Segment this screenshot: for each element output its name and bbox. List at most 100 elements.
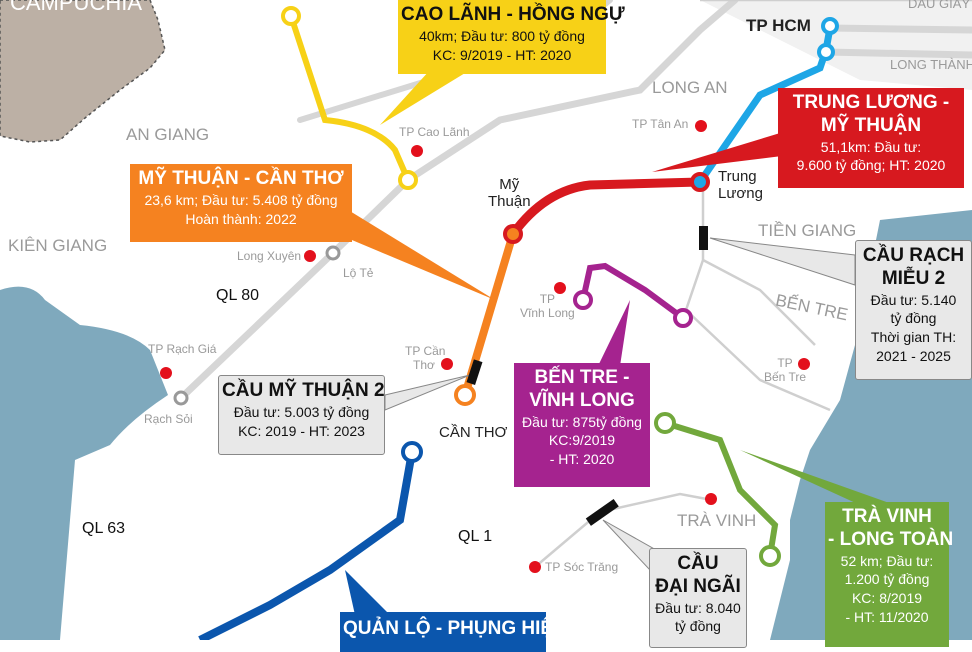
callout-title: CẦU MỸ THUẬN 2 bbox=[222, 380, 385, 401]
node-circle bbox=[673, 308, 693, 328]
city-dot bbox=[160, 367, 172, 379]
city-dot bbox=[798, 358, 810, 370]
hcm-trung-luong-route bbox=[697, 27, 834, 184]
node-can-tho: CẦN THƠ bbox=[439, 424, 508, 441]
callout-pointer bbox=[652, 130, 790, 172]
region-an-giang: AN GIANG bbox=[126, 125, 210, 144]
city-dot bbox=[529, 561, 541, 573]
region-long-an: LONG AN bbox=[652, 78, 728, 97]
callout-detail: KC: 2019 - HT: 2023 bbox=[238, 422, 365, 439]
node-circle bbox=[821, 17, 839, 35]
city-vinh-long-line2: Vĩnh Long bbox=[520, 305, 575, 320]
callout-detail: - HT: 2020 bbox=[549, 451, 615, 468]
trung-luong-my-thuan-route bbox=[509, 177, 701, 237]
callout-trung-luong-my-thuan: TRUNG LƯƠNG - MỸ THUẬN 51,1km: Đầu tư: 9… bbox=[778, 88, 964, 188]
city-soc-trang: TP Sóc Trăng bbox=[545, 560, 619, 574]
node-my-thuan-line1: Mỹ bbox=[499, 176, 520, 193]
city-dot bbox=[554, 282, 566, 294]
bridge-dai-ngai-icon bbox=[585, 498, 619, 526]
callout-title: BẾN TRE - bbox=[534, 367, 630, 388]
callout-title: ĐẠI NGÃI bbox=[655, 575, 741, 597]
callout-title: QUẢN LỘ - PHỤNG HIỆP bbox=[343, 618, 566, 639]
node-circle bbox=[454, 384, 476, 406]
callout-pointer bbox=[598, 300, 630, 366]
city-vinh-long-line1: TP bbox=[539, 292, 556, 306]
callout-pointer bbox=[740, 450, 895, 505]
node-my-thuan-line2: Thuận bbox=[488, 193, 531, 211]
callout-detail: 9.600 tỷ đồng; HT: 2020 bbox=[796, 157, 946, 174]
callout-title: CẦU RẠCH bbox=[862, 245, 965, 266]
node-circle bbox=[401, 441, 423, 463]
callout-my-thuan-can-tho: MỸ THUẬN - CẦN THƠ 23,6 km; Đầu tư: 5.40… bbox=[130, 164, 352, 242]
callout-detail: 40km; Đầu tư: 800 tỷ đồng bbox=[419, 27, 585, 44]
callout-title: MIỄU 2 bbox=[881, 267, 946, 289]
callout-title: TRUNG LƯƠNG - bbox=[792, 92, 950, 113]
region-tien-giang: TIỀN GIANG bbox=[758, 221, 857, 240]
callout-title: VĨNH LONG bbox=[529, 389, 635, 411]
cambodia-area bbox=[0, 0, 166, 143]
upper-land-area bbox=[640, 0, 972, 90]
city-cao-lanh: TP Cao Lãnh bbox=[399, 125, 470, 139]
region-dau-giay: DẦU GIÂY bbox=[908, 0, 971, 11]
city-dot bbox=[441, 358, 453, 370]
node-circle bbox=[398, 170, 418, 190]
callout-pointer bbox=[709, 237, 856, 286]
node-circle bbox=[173, 390, 189, 406]
bridge-my-thuan-2-icon bbox=[466, 359, 483, 385]
node-circle bbox=[817, 43, 835, 61]
tra-vinh-long-toan-route bbox=[664, 420, 779, 557]
road-ql1: QL 1 bbox=[458, 528, 493, 545]
callout-detail: Đầu tư: 8.040 bbox=[655, 599, 741, 616]
local-road bbox=[534, 0, 972, 568]
node-circle bbox=[573, 290, 593, 310]
cao-lanh-hong-ngu-route bbox=[288, 15, 411, 182]
callout-title: CẦU bbox=[677, 553, 719, 574]
callout-detail: 23,6 km; Đầu tư: 5.408 tỷ đồng bbox=[144, 191, 338, 208]
node-circle bbox=[759, 545, 781, 567]
ben-tre-vinh-long-route bbox=[580, 262, 685, 321]
region-kien-giang: KIÊN GIANG bbox=[8, 236, 108, 255]
callout-title: TRÀ VINH bbox=[842, 506, 932, 527]
city-long-xuyen: Long Xuyên bbox=[237, 249, 302, 263]
node-circle bbox=[281, 6, 301, 26]
west-sea bbox=[0, 286, 168, 640]
callout-pointer bbox=[340, 205, 495, 300]
callout-detail: 51,1km: Đầu tư: bbox=[820, 138, 922, 155]
callout-cau-dai-ngai: CẦU ĐẠI NGÃI Đầu tư: 8.040 tỷ đồng bbox=[649, 548, 747, 648]
city-rach-gia: TP Rạch Giá bbox=[148, 342, 217, 356]
callout-tra-vinh-long-toan: TRÀ VINH - LONG TOÀN 52 km; Đầu tư: 1.20… bbox=[825, 502, 954, 647]
callout-title: - LONG TOÀN bbox=[828, 528, 954, 550]
node-trung-luong-line1: Trung bbox=[718, 168, 757, 185]
callout-pointer bbox=[345, 570, 390, 615]
callout-detail: 1.200 tỷ đồng bbox=[844, 571, 930, 588]
city-dot bbox=[695, 120, 707, 132]
node-circle bbox=[503, 224, 523, 244]
callout-title: MỸ THUẬN bbox=[820, 114, 922, 136]
callout-detail: Hoàn thành: 2022 bbox=[185, 210, 297, 227]
callout-detail: tỷ đồng bbox=[675, 618, 721, 635]
region-tra-vinh: TRÀ VINH bbox=[677, 511, 757, 530]
bridge-rach-mieu-2-icon bbox=[699, 226, 708, 250]
city-tan-an: TP Tân An bbox=[632, 117, 689, 131]
callout-title: MỸ THUẬN - CẦN THƠ bbox=[138, 168, 344, 189]
city-can-tho-line1: TP Cần bbox=[405, 344, 446, 358]
city-can-tho-line2: Thơ bbox=[413, 357, 435, 372]
callout-cau-rach-mieu-2: CẦU RẠCH MIỄU 2 Đầu tư: 5.140 tỷ đồng Th… bbox=[855, 240, 972, 380]
city-dot bbox=[705, 493, 717, 505]
road-ql63: QL 63 bbox=[82, 520, 125, 537]
city-dot bbox=[411, 145, 423, 157]
node-tp-hcm: TP HCM bbox=[746, 16, 811, 35]
callout-title: CAO LÃNH - HỒNG NGỰ bbox=[401, 4, 625, 25]
node-circle bbox=[654, 412, 676, 434]
city-rach-soi: Rạch Sỏi bbox=[144, 412, 193, 426]
callout-cau-my-thuan-2: CẦU MỸ THUẬN 2 Đầu tư: 5.003 tỷ đồng KC:… bbox=[218, 375, 385, 455]
callout-pointer bbox=[380, 70, 470, 125]
callout-ben-tre-vinh-long: BẾN TRE - VĨNH LONG Đầu tư: 875tỷ đồng K… bbox=[514, 363, 650, 487]
quan-lo-phung-hiep-route bbox=[198, 451, 416, 640]
callout-detail: Đầu tư: 5.003 tỷ đồng bbox=[233, 403, 370, 420]
callout-detail: 2021 - 2025 bbox=[876, 348, 951, 365]
callout-detail: Đầu tư: 875tỷ đồng bbox=[522, 413, 642, 430]
callout-pointer bbox=[384, 374, 471, 411]
